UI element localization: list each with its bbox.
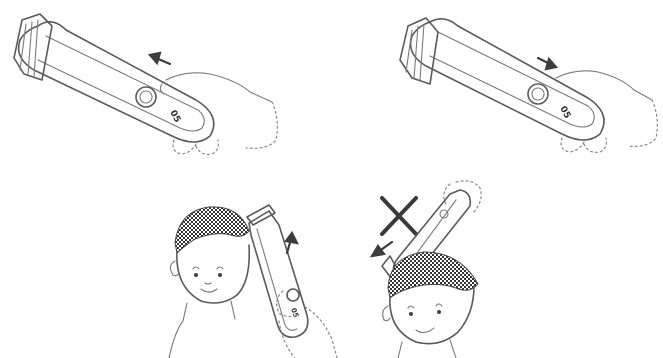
child-haircut-incorrect-illustration bbox=[360, 178, 500, 358]
panel-bottom-left: 05 bbox=[165, 195, 350, 358]
arrow-down-left-icon bbox=[372, 242, 392, 256]
arrow-right-icon bbox=[538, 58, 556, 69]
panel-bottom-right bbox=[360, 178, 500, 358]
arrow-left-icon bbox=[150, 53, 170, 64]
trimmer-hand-illustration: 05 bbox=[0, 0, 300, 165]
trimmer-hand-illustration: 05 bbox=[390, 0, 663, 165]
cross-mark-icon bbox=[382, 198, 416, 234]
child-head bbox=[169, 207, 249, 358]
child-head bbox=[383, 252, 478, 358]
arrow-up-icon bbox=[286, 233, 297, 253]
trimmer-body bbox=[14, 14, 214, 142]
trimmer-display: 05 bbox=[557, 105, 572, 121]
panel-top-left: 05 bbox=[0, 0, 300, 165]
child-haircut-correct-illustration: 05 bbox=[165, 195, 350, 358]
hand bbox=[444, 181, 481, 212]
trimmer-body bbox=[247, 205, 308, 337]
hand bbox=[556, 71, 657, 152]
trimmer-display: 05 bbox=[167, 109, 182, 125]
panel-top-right: 05 bbox=[390, 0, 663, 165]
trimmer-body bbox=[400, 18, 604, 140]
